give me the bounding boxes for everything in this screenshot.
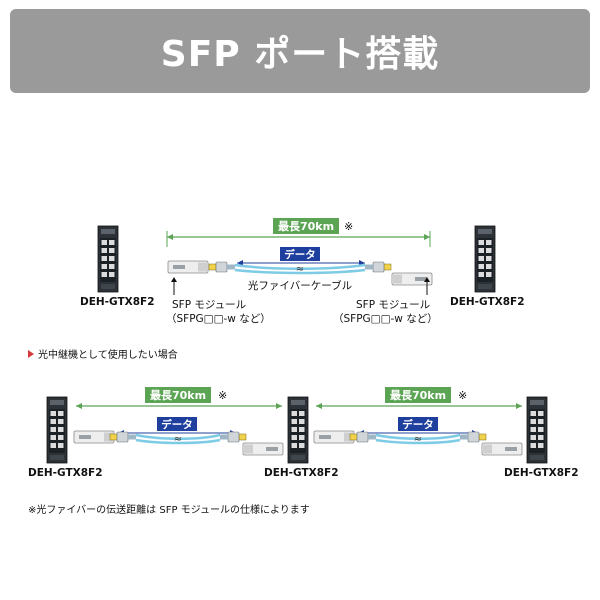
relay-switch-center: [287, 396, 309, 464]
data-label: データ: [284, 248, 316, 261]
max-distance-badge: [273, 218, 339, 234]
fiber-cable-lower: [234, 268, 366, 275]
caption-arrow-icon: [28, 350, 34, 358]
segment-a-data-badge: [157, 417, 197, 431]
segment-a-max-badge: [145, 387, 211, 403]
segment-b-data-badge: [398, 417, 438, 431]
relay-device-label-right: DEH-GTX8F2: [504, 467, 579, 479]
max-distance-note-mark: ※: [344, 220, 353, 233]
svg-text:≈: ≈: [174, 434, 182, 445]
segment-a-note-mark: ※: [218, 389, 227, 402]
segment-b-note-mark: ※: [458, 389, 467, 402]
distance-arrow-right: [424, 234, 430, 240]
data-badge: [280, 247, 320, 261]
page-title: SFP ポート搭載: [160, 34, 440, 75]
segment-a-data-label: データ: [161, 418, 193, 431]
distance-arrow-left: [167, 234, 173, 240]
relay-switch-left: [46, 396, 68, 464]
cable-break-mark: ≈: [296, 264, 304, 275]
sfp-model-label-right: （SFPG□□-w など）: [333, 313, 438, 325]
segment-b-max-label: 最長70km: [390, 389, 446, 402]
segment-a-sfp-left: [73, 430, 115, 444]
switch-device-right: [474, 225, 496, 293]
svg-text:≈: ≈: [414, 434, 422, 445]
fiber-cable-upper: [234, 263, 366, 270]
switch-device-left: [97, 225, 119, 293]
segment-b-data-label: データ: [402, 418, 434, 431]
segment-a-fiber-lower: [135, 438, 221, 445]
relay-device-label-left: DEH-GTX8F2: [28, 467, 103, 479]
header-banner: SFP ポート搭載: [10, 9, 590, 93]
segment-b-sfp-left: [313, 430, 355, 444]
segment-b-max-badge: [385, 387, 451, 403]
segment-b-fiber-upper: [375, 433, 461, 440]
relay-caption: 光中継機として使用したい場合: [38, 348, 178, 361]
segment-b-fiber-lower: [375, 438, 461, 445]
sfp-module-label-right: SFP モジュール: [356, 299, 430, 311]
footnote: ※光ファイバーの伝送距離は SFP モジュールの仕様によります: [28, 503, 310, 516]
device-label-right: DEH-GTX8F2: [450, 296, 525, 308]
lc-connector-left: [208, 261, 236, 273]
relay-switch-right: [526, 396, 548, 464]
sfp-module-left: [167, 260, 209, 274]
lc-connector-right: [364, 261, 392, 273]
sfp-module-label-left: SFP モジュール: [172, 299, 246, 311]
device-label-left: DEH-GTX8F2: [80, 296, 155, 308]
fiber-cable-label: 光ファイバーケーブル: [248, 279, 352, 292]
segment-a-fiber-upper: [135, 433, 221, 440]
segment-a-max-label: 最長70km: [150, 389, 206, 402]
relay-device-label-center: DEH-GTX8F2: [264, 467, 339, 479]
sfp-model-label-left: （SFPG□□-w など）: [166, 313, 271, 325]
max-distance-label: 最長70km: [278, 220, 334, 233]
